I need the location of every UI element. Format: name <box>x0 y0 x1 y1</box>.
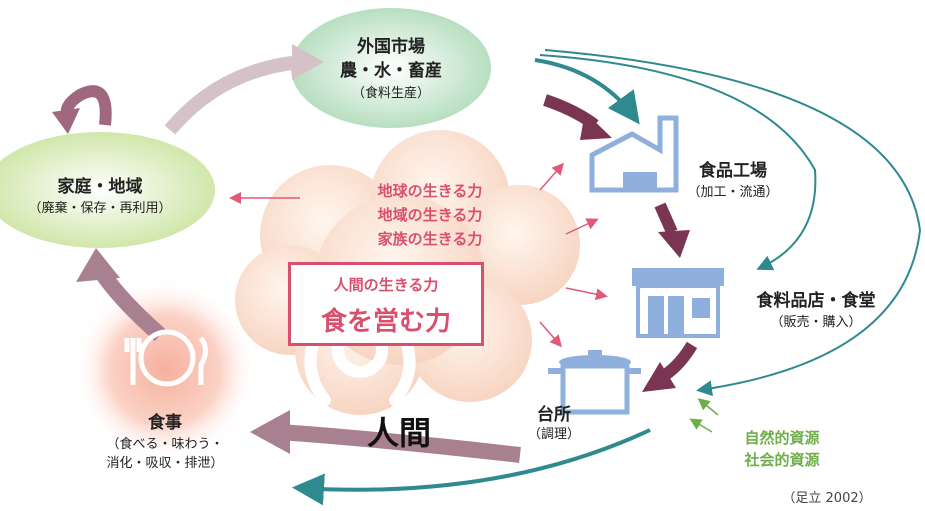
meal-note-1: （食べる・味わう・ <box>106 437 224 452</box>
pot-icon <box>548 350 641 415</box>
resource-social: 社会的資源 <box>744 451 820 469</box>
household-blob <box>0 132 215 248</box>
power-earth: 地球の生きる力 <box>377 182 483 200</box>
foreign-market-blob <box>291 8 491 128</box>
kitchen-note: （調理） <box>527 427 580 442</box>
arrow-market-to-factory-head <box>580 112 612 140</box>
resource-natural: 自然的資源 <box>744 429 820 447</box>
core-line-2: 食を営む力 <box>320 307 451 337</box>
power-region: 地域の生きる力 <box>377 206 483 224</box>
store-icon <box>632 268 724 338</box>
meal-title: 食事 <box>148 413 182 433</box>
cycle-arrows <box>52 44 521 463</box>
store-note: （販売・購入） <box>770 315 862 330</box>
meal-note-2: 消化・吸収・排泄） <box>106 456 224 471</box>
food-factory-note: （加工・流通） <box>687 185 779 200</box>
core-box: 人間の生きる力 食を営む力 <box>288 262 484 346</box>
flow-arrows <box>543 94 698 392</box>
arrow-factory-to-store <box>654 202 678 235</box>
arrow-kitchen-to-meal-head <box>250 410 290 454</box>
citation: （足立 2002） <box>782 491 872 506</box>
meal-glow <box>73 278 257 462</box>
human-label: 人間 <box>366 414 431 452</box>
teal-market-to-factory <box>534 58 640 125</box>
household-note: （廃棄・保存・再利用） <box>28 201 172 216</box>
teal-kitchen-to-meal <box>292 428 651 506</box>
plate-utensils-icon <box>124 329 208 387</box>
power-family: 家族の生きる力 <box>377 230 483 248</box>
arrow-household-to-market-head <box>292 44 324 80</box>
arrow-household-to-market <box>164 55 301 135</box>
foreign-market-note: （食料生産） <box>351 86 430 101</box>
foreign-market-subtitle: 農・水・畜産 <box>340 61 442 81</box>
foreign-market-title: 外国市場 <box>357 37 425 57</box>
arrow-store-to-kitchen-head <box>642 362 676 392</box>
core-line-1: 人間の生きる力 <box>333 276 439 294</box>
food-factory-title: 食品工場 <box>699 161 767 181</box>
teal-market-to-store <box>539 54 817 271</box>
arrow-meal-to-household-head <box>76 248 120 282</box>
arrow-store-to-kitchen <box>661 341 698 380</box>
factory-icon <box>589 115 679 193</box>
green-arrows <box>689 398 719 433</box>
arrow-factory-to-store-head <box>658 230 690 258</box>
household-title: 家庭・地域 <box>57 177 143 197</box>
teal-arrows <box>292 49 922 506</box>
arrow-kitchen-to-meal <box>279 424 521 463</box>
teal-market-to-kitchen <box>544 49 922 397</box>
pink-arrows <box>229 162 608 348</box>
kitchen-title: 台所 <box>537 405 571 425</box>
loop-arrow-head <box>52 108 80 134</box>
store-title: 食料品店・食堂 <box>756 291 876 311</box>
